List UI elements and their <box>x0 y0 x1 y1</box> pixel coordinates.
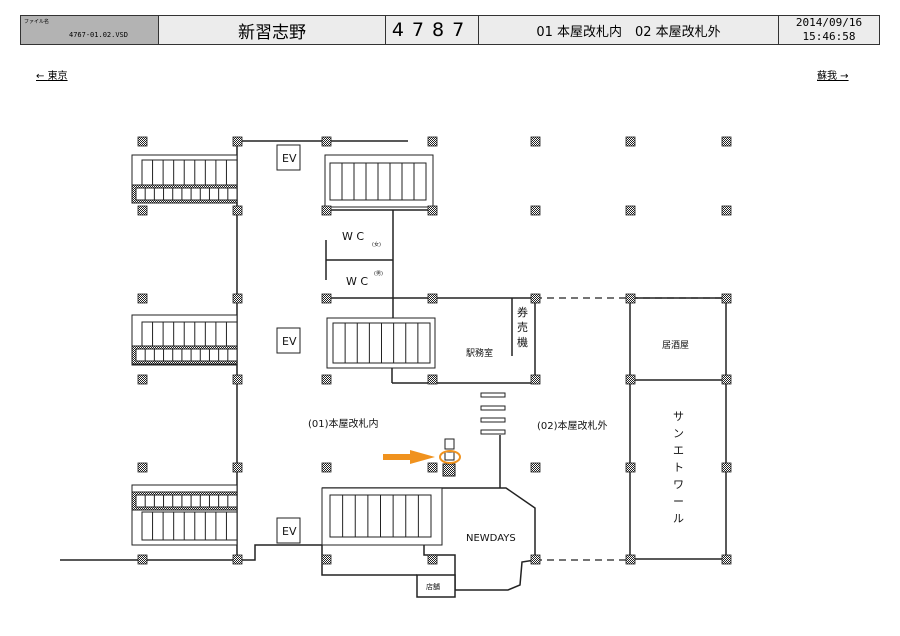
pillar <box>625 462 636 473</box>
ticket-machine-2: 売 <box>517 321 528 334</box>
izakaya-label: 居酒屋 <box>662 340 689 351</box>
pillar <box>721 136 732 147</box>
svg-text:サ: サ <box>673 410 684 423</box>
pillar <box>137 462 148 473</box>
pillar <box>625 374 636 385</box>
svg-text:ト: ト <box>673 461 684 474</box>
gate-names: 01 本屋改札内 02 本屋改札外 <box>479 16 779 44</box>
pillar <box>232 293 243 304</box>
pillar <box>625 136 636 147</box>
pillar <box>137 293 148 304</box>
ev-boxes <box>276 144 301 544</box>
pillar <box>137 136 148 147</box>
header-bar: ファイル名 4767-01.02.VSD 新習志野 4787 01 本屋改札内 0… <box>20 15 880 45</box>
pillar <box>721 374 732 385</box>
wc-male: W C <box>346 275 368 288</box>
pillar <box>721 462 732 473</box>
station-office: 駅務室 <box>466 347 493 359</box>
pillar <box>321 462 332 473</box>
pillar <box>721 205 732 216</box>
direction-left-label: 東京 <box>47 71 68 82</box>
pillar <box>137 374 148 385</box>
elevator <box>276 327 301 354</box>
ev-label: EV <box>282 335 297 348</box>
ev-label: EV <box>282 152 297 165</box>
pillar <box>137 554 148 565</box>
pillar <box>321 293 332 304</box>
pillar <box>232 374 243 385</box>
station-code: 4787 <box>386 16 479 44</box>
direction-right: 蘇我 → <box>817 71 849 82</box>
pillar <box>427 136 438 147</box>
outside-gate-label: (02)本屋改札外 <box>537 419 608 432</box>
boundary-lines <box>535 297 726 561</box>
direction-left: ← 東京 <box>36 71 68 82</box>
pillar <box>427 554 438 565</box>
svg-text:ル: ル <box>673 512 684 525</box>
stair-steps <box>144 160 419 540</box>
pillar <box>530 136 541 147</box>
elevator <box>276 517 301 544</box>
file-cell: ファイル名 4767-01.02.VSD <box>21 16 159 44</box>
svg-text:ー: ー <box>673 495 684 508</box>
pillar <box>321 136 332 147</box>
pillar <box>321 554 332 565</box>
shop-label: 店舗 <box>426 582 440 591</box>
pillars <box>137 136 732 565</box>
pillar <box>721 293 732 304</box>
date: 2014/09/16 <box>795 16 863 29</box>
wc-female: W C <box>342 230 364 243</box>
newdays-label: NEWDAYS <box>466 533 516 544</box>
elevator <box>276 144 301 171</box>
pillar <box>427 205 438 216</box>
time: 15:46:58 <box>802 30 856 43</box>
pillar <box>530 293 541 304</box>
direction-right-label: 蘇我 <box>817 71 837 82</box>
pillar <box>625 293 636 304</box>
file-name: 4767-01.02.VSD <box>68 31 128 39</box>
pillar <box>625 205 636 216</box>
pillar <box>530 554 541 565</box>
ticket-machine-1: 券 <box>517 305 528 319</box>
pillar <box>137 205 148 216</box>
pillar <box>530 462 541 473</box>
pillar <box>321 374 332 385</box>
pillar <box>232 136 243 147</box>
inside-gate-label: (01)本屋改札内 <box>308 417 379 430</box>
pillar <box>427 293 438 304</box>
arrow-icon <box>383 450 435 464</box>
pillar <box>721 554 732 565</box>
pillar <box>232 462 243 473</box>
pillar <box>530 205 541 216</box>
ev-label: EV <box>282 525 297 538</box>
svg-text:ン: ン <box>673 427 684 440</box>
ticket-machine-3: 機 <box>517 335 528 349</box>
wc-female-tag: (女) <box>372 241 381 248</box>
highlight-circle <box>439 450 461 464</box>
pillar <box>232 554 243 565</box>
pillar <box>427 462 438 473</box>
pillar <box>232 205 243 216</box>
file-label: ファイル名 <box>24 19 50 25</box>
pillar <box>321 205 332 216</box>
svg-text:ワ: ワ <box>673 478 684 491</box>
station-name: 新習志野 <box>159 16 386 44</box>
pillar <box>625 554 636 565</box>
svg-text:エ: エ <box>673 444 684 457</box>
pillar <box>427 374 438 385</box>
wc-male-tag: (男) <box>374 271 383 277</box>
pillar <box>530 374 541 385</box>
gate-machines <box>480 392 506 435</box>
target-device <box>383 438 461 477</box>
